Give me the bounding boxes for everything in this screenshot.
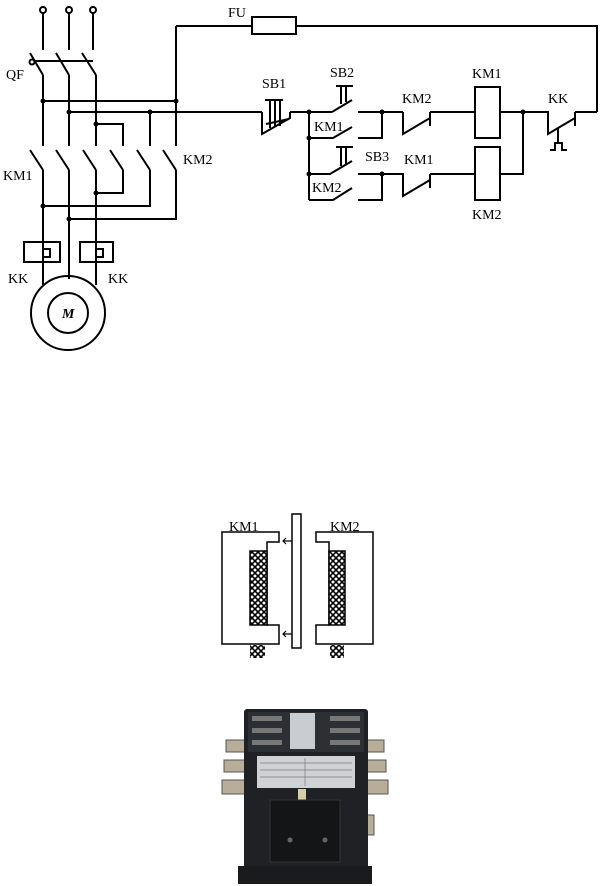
km2-main-label: KM2 (183, 153, 213, 168)
sb2-label: SB2 (330, 66, 354, 81)
km1-coil (249, 550, 268, 626)
motor-symbol (30, 275, 106, 351)
sb3-label: SB3 (365, 150, 389, 165)
km2-coil (328, 550, 346, 626)
contactor-photo (221, 709, 389, 884)
km2-coil-label: KM2 (472, 208, 502, 223)
kk-contact-label: KK (548, 92, 568, 107)
sb1-label: SB1 (262, 77, 286, 92)
km1-main-label: KM1 (3, 169, 33, 184)
front-nameplate (257, 756, 355, 788)
km2-coil-bottom (330, 645, 344, 658)
screw (322, 837, 328, 843)
interlock-arrows (282, 537, 292, 638)
km1-interlock-label: KM1 (404, 153, 434, 168)
motor-label: M (61, 307, 75, 322)
km2-aux-label: KM2 (312, 181, 342, 196)
fu-label: FU (228, 6, 246, 21)
screw-rows (252, 716, 360, 745)
km2-interlock-label: KM2 (402, 92, 432, 107)
km1-aux-label: KM1 (314, 120, 344, 135)
junctions (40, 98, 526, 222)
control-wiring (261, 85, 597, 201)
mounting-base (238, 866, 372, 884)
actuator-tab (298, 789, 306, 801)
thermal-relay-heaters (23, 241, 114, 263)
kk-left-label: KK (8, 272, 28, 287)
qf-breaker (28, 52, 97, 76)
front-cover (269, 799, 341, 863)
power-wiring (29, 25, 598, 285)
screw (287, 837, 293, 843)
km1-coil-label: KM1 (472, 67, 502, 82)
nameplate-grid (260, 758, 352, 786)
motor-reversing-schematic: QF FU KM1 KM2 KK KK M (3, 6, 598, 351)
fuse-fu (251, 16, 297, 35)
top-nameplate (290, 713, 315, 749)
supply-terminals (39, 6, 97, 50)
qf-label: QF (6, 68, 24, 83)
km1-coil-bottom (250, 645, 265, 658)
mechanical-interlock-diagram: KM1 KM2 (221, 513, 374, 658)
power-terminals (221, 739, 389, 836)
interlock-lever (291, 513, 302, 649)
kk-right-label: KK (108, 272, 128, 287)
